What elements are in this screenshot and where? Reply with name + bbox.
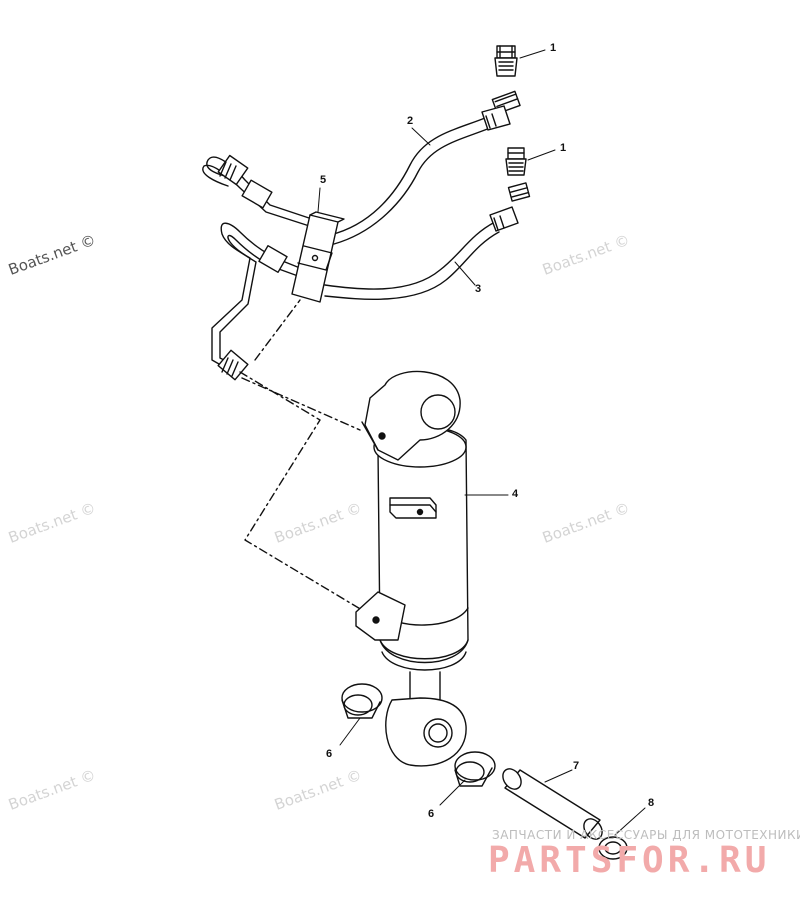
part-2-hose-upper — [329, 90, 521, 245]
callout-4: 4 — [512, 488, 519, 500]
brand-logo: PARTSFOR.RU — [488, 840, 771, 881]
steel-tube-lines — [202, 154, 331, 381]
part-3-hose-lower — [324, 182, 531, 300]
callout-3: 3 — [475, 283, 482, 295]
part-4-cylinder — [355, 370, 469, 767]
callout-8: 8 — [648, 797, 655, 809]
part-1-plug-top — [494, 45, 518, 77]
callout-1-top: 1 — [550, 42, 557, 54]
part-5-clamp — [291, 211, 345, 303]
callout-7: 7 — [573, 760, 580, 772]
part-8-retaining-ring — [598, 836, 628, 860]
brand-tagline: ЗАПЧАСТИ И АКСЕССУАРЫ ДЛЯ МОТОТЕХНИКИ — [492, 828, 800, 842]
leader-lines — [317, 49, 646, 836]
callout-1-lower: 1 — [560, 142, 567, 154]
part-6-bushing-left — [341, 683, 383, 719]
callout-6-left: 6 — [326, 748, 333, 760]
part-6-bushing-right — [454, 751, 496, 787]
callout-5: 5 — [320, 174, 327, 186]
callout-6-right: 6 — [428, 808, 435, 820]
part-7-pin — [502, 768, 603, 840]
callout-2: 2 — [407, 115, 414, 127]
part-1-plug-lower — [505, 147, 527, 176]
dashed-connection-lines — [239, 299, 363, 611]
